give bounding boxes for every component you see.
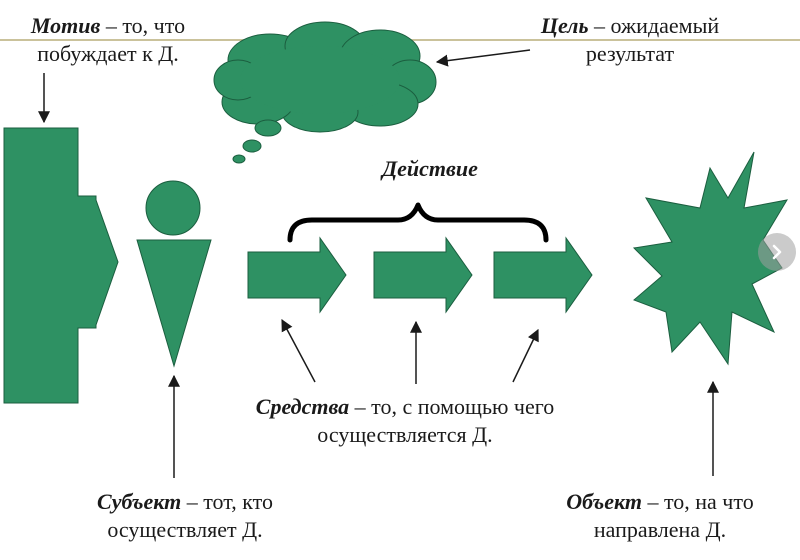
chevron-right-icon xyxy=(772,244,782,260)
means-label: Средства – то, с помощью чего осуществля… xyxy=(205,393,605,449)
object-text-line2: направлена Д. xyxy=(593,517,727,542)
subject-term: Субъект xyxy=(97,489,182,514)
means-arrow-3 xyxy=(493,236,593,314)
subject-head xyxy=(145,180,201,236)
means-term: Средства xyxy=(255,394,350,419)
means-arrow-2 xyxy=(373,236,473,314)
subject-text-line2: осуществляет Д. xyxy=(107,517,263,542)
motive-term: Мотив xyxy=(30,13,101,38)
means-pointer-arrow-3 xyxy=(512,328,539,383)
subject-label: Субъект – тот, кто осуществляет Д. xyxy=(55,488,315,544)
subject-text-line1: – тот, кто xyxy=(181,489,273,514)
object-label: Объект – то, на что направлена Д. xyxy=(530,488,790,544)
goal-text-line1: – ожидаемый xyxy=(588,13,720,38)
motive-text-line2: побуждает к Д. xyxy=(37,41,179,66)
goal-label: Цель – ожидаемый результат xyxy=(500,12,760,68)
goal-pointer-arrow xyxy=(435,49,531,67)
goal-text-line2: результат xyxy=(585,41,675,66)
motive-block-arrow xyxy=(3,127,119,404)
subject-body xyxy=(136,239,212,368)
means-pointer-arrow-1 xyxy=(281,318,316,383)
means-arrow-1 xyxy=(247,236,347,314)
means-text-line2: осуществляется Д. xyxy=(317,422,493,447)
motive-label: Мотив – то, что побуждает к Д. xyxy=(8,12,208,68)
object-text-line1: – то, на что xyxy=(641,489,754,514)
action-brace xyxy=(287,202,549,243)
next-slide-button[interactable] xyxy=(758,233,796,271)
object-term: Объект xyxy=(566,489,642,514)
goal-term: Цель xyxy=(540,13,589,38)
goal-thought-cloud xyxy=(213,21,437,164)
action-label: Действие xyxy=(382,156,478,181)
means-text-line1: – то, с помощью чего xyxy=(349,394,555,419)
motive-text-line1: – то, что xyxy=(100,13,186,38)
